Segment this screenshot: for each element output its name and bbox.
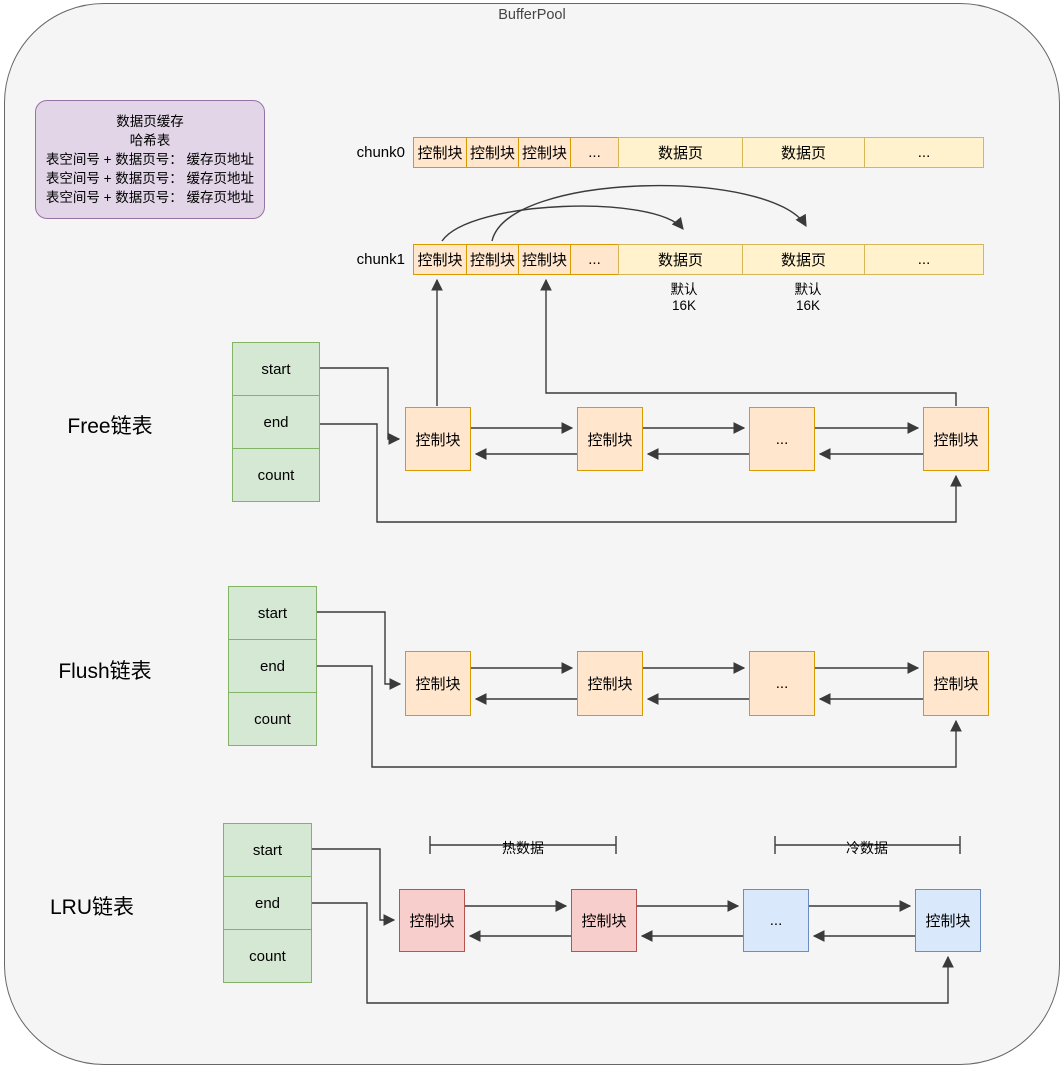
chunk1-data-page-cell: 数据页 <box>742 244 865 275</box>
free-end-cell: end <box>232 395 320 449</box>
chunk0-ellipsis-data-cell: ... <box>864 137 984 168</box>
chunk0-data-page-cell: 数据页 <box>742 137 865 168</box>
free-node-1: 控制块 <box>405 407 471 471</box>
hot-data-label: 热数据 <box>502 840 544 856</box>
flush-end-cell: end <box>228 639 317 693</box>
cold-data-label: 冷数据 <box>846 840 888 856</box>
page-size-note-line1: 默认 <box>794 282 822 297</box>
free-pointer-box: start end count <box>232 342 320 502</box>
chunk1-control-block-cell: 控制块 <box>413 244 467 275</box>
chunk1-row: 控制块 控制块 控制块 ... 数据页 数据页 ... <box>413 244 984 275</box>
chunk1-control-block-cell: 控制块 <box>518 244 571 275</box>
hash-box-line: 表空间号 + 数据页号： 缓存页地址 <box>45 152 255 167</box>
lru-count-cell: count <box>223 929 312 983</box>
lru-end-cell: end <box>223 876 312 930</box>
chunk0-row: 控制块 控制块 控制块 ... 数据页 数据页 ... <box>413 137 984 168</box>
flush-node-4: 控制块 <box>923 651 989 716</box>
free-list-label: Free链表 <box>67 415 153 438</box>
free-node-ellipsis: ... <box>749 407 815 471</box>
free-start-cell: start <box>232 342 320 396</box>
flush-node-1: 控制块 <box>405 651 471 716</box>
lru-hot-node-1: 控制块 <box>399 889 465 952</box>
hash-box-line: 表空间号 + 数据页号： 缓存页地址 <box>45 190 255 205</box>
lru-start-cell: start <box>223 823 312 877</box>
hash-box-line: 数据页缓存 <box>116 114 184 129</box>
lru-list-label: LRU链表 <box>49 896 134 919</box>
chunk1-ellipsis-data-cell: ... <box>864 244 984 275</box>
chunk1-control-block-cell: 控制块 <box>466 244 519 275</box>
free-node-4: 控制块 <box>923 407 989 471</box>
page-cache-hash-box: 数据页缓存 哈希表 表空间号 + 数据页号： 缓存页地址 表空间号 + 数据页号… <box>35 100 265 219</box>
flush-pointer-box: start end count <box>228 586 317 746</box>
lru-cold-node-ellipsis: ... <box>743 889 809 952</box>
chunk1-data-page-cell: 数据页 <box>618 244 743 275</box>
lru-pointer-box: start end count <box>223 823 312 983</box>
chunk0-control-block-cell: 控制块 <box>413 137 467 168</box>
chunk0-control-block-cell: 控制块 <box>466 137 519 168</box>
page-size-note-line1: 默认 <box>670 282 698 297</box>
flush-count-cell: count <box>228 692 317 746</box>
lru-hot-node-2: 控制块 <box>571 889 637 952</box>
hash-box-line: 哈希表 <box>129 133 171 148</box>
lru-cold-node-4: 控制块 <box>915 889 981 952</box>
page-size-note-2: 默认 16K <box>771 282 845 314</box>
page-size-note-1: 默认 16K <box>647 282 721 314</box>
chunk1-ellipsis-cell: ... <box>570 244 619 275</box>
flush-node-2: 控制块 <box>577 651 643 716</box>
flush-start-cell: start <box>228 586 317 640</box>
page-size-note-line2: 16K <box>795 298 821 313</box>
chunk0-label: chunk0 <box>356 144 405 161</box>
page-size-note-line2: 16K <box>671 298 697 313</box>
diagram-title: BufferPool <box>498 7 566 23</box>
free-count-cell: count <box>232 448 320 502</box>
flush-node-ellipsis: ... <box>749 651 815 716</box>
chunk0-data-page-cell: 数据页 <box>618 137 743 168</box>
hash-box-line: 表空间号 + 数据页号： 缓存页地址 <box>45 171 255 186</box>
chunk0-ellipsis-cell: ... <box>570 137 619 168</box>
chunk0-control-block-cell: 控制块 <box>518 137 571 168</box>
flush-list-label: Flush链表 <box>58 660 152 683</box>
free-node-2: 控制块 <box>577 407 643 471</box>
chunk1-label: chunk1 <box>356 251 405 268</box>
